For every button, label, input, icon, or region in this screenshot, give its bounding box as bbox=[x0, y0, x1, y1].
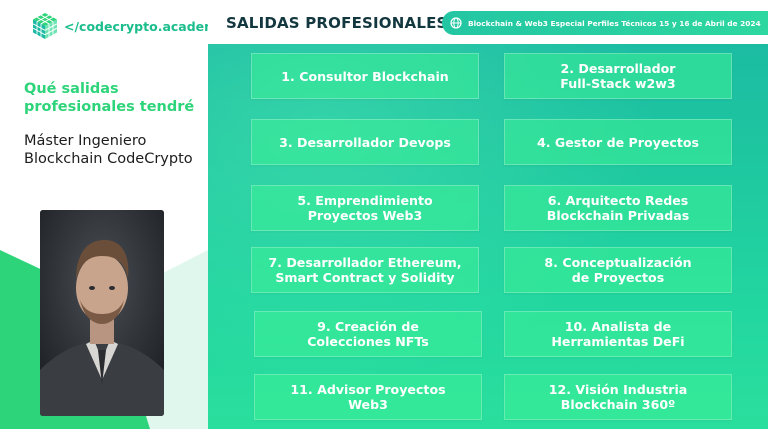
globe-icon bbox=[450, 17, 462, 29]
logo-text: </codecrypto.academy> bbox=[64, 18, 208, 34]
right-panel: SALIDAS PROFESIONALES Blockchain & Web3 … bbox=[208, 0, 768, 429]
career-card-4: 4. Gestor de Proyectos bbox=[504, 119, 732, 165]
career-card-9: 9. Creación de Colecciones NFTs bbox=[254, 311, 482, 357]
career-card-5: 5. Emprendimiento Proyectos Web3 bbox=[251, 185, 479, 231]
card-label: 11. Advisor Proyectos Web3 bbox=[290, 382, 446, 412]
card-label: 7. Desarrollador Ethereum, Smart Contrac… bbox=[268, 255, 462, 285]
career-card-11: 11. Advisor Proyectos Web3 bbox=[254, 374, 482, 420]
card-label: 2. Desarrollador Full-Stack w2w3 bbox=[560, 61, 676, 91]
career-card-8: 8. Conceptualización de Proyectos bbox=[504, 247, 732, 293]
left-panel: </codecrypto.academy> Qué salidas profes… bbox=[0, 0, 208, 429]
career-card-12: 12. Visión Industria Blockchain 360º bbox=[504, 374, 732, 420]
page-title: SALIDAS PROFESIONALES bbox=[226, 14, 448, 32]
isometric-cube-icon bbox=[32, 13, 58, 39]
card-label: 3. Desarrollador Devops bbox=[279, 134, 451, 150]
instructor-photo bbox=[40, 210, 164, 416]
card-label: 5. Emprendimiento Proyectos Web3 bbox=[297, 193, 433, 223]
card-label: 4. Gestor de Proyectos bbox=[537, 134, 699, 150]
career-card-10: 10. Analista de Herramientas DeFi bbox=[504, 311, 732, 357]
career-card-6: 6. Arquitecto Redes Blockchain Privadas bbox=[504, 185, 732, 231]
career-card-1: 1. Consultor Blockchain bbox=[251, 53, 479, 99]
career-card-2: 2. Desarrollador Full-Stack w2w3 bbox=[504, 53, 732, 99]
career-card-3: 3. Desarrollador Devops bbox=[251, 119, 479, 165]
career-card-7: 7. Desarrollador Ethereum, Smart Contrac… bbox=[251, 247, 479, 293]
card-label: 1. Consultor Blockchain bbox=[281, 68, 449, 84]
card-label: 8. Conceptualización de Proyectos bbox=[544, 255, 692, 285]
card-label: 12. Visión Industria Blockchain 360º bbox=[548, 382, 688, 412]
portrait-illustration bbox=[40, 210, 164, 416]
program-name: Máster Ingeniero Blockchain CodeCrypto bbox=[24, 133, 193, 167]
card-label: 10. Analista de Herramientas DeFi bbox=[551, 319, 685, 349]
card-label: 6. Arquitecto Redes Blockchain Privadas bbox=[546, 193, 690, 223]
question-heading: Qué salidas profesionales tendré bbox=[24, 81, 195, 115]
brand-logo[interactable]: </codecrypto.academy> bbox=[32, 12, 208, 40]
card-label: 9. Creación de Colecciones NFTs bbox=[307, 319, 429, 349]
event-text: Blockchain & Web3 Especial Perfiles Técn… bbox=[468, 18, 761, 28]
event-banner: Blockchain & Web3 Especial Perfiles Técn… bbox=[442, 11, 768, 35]
